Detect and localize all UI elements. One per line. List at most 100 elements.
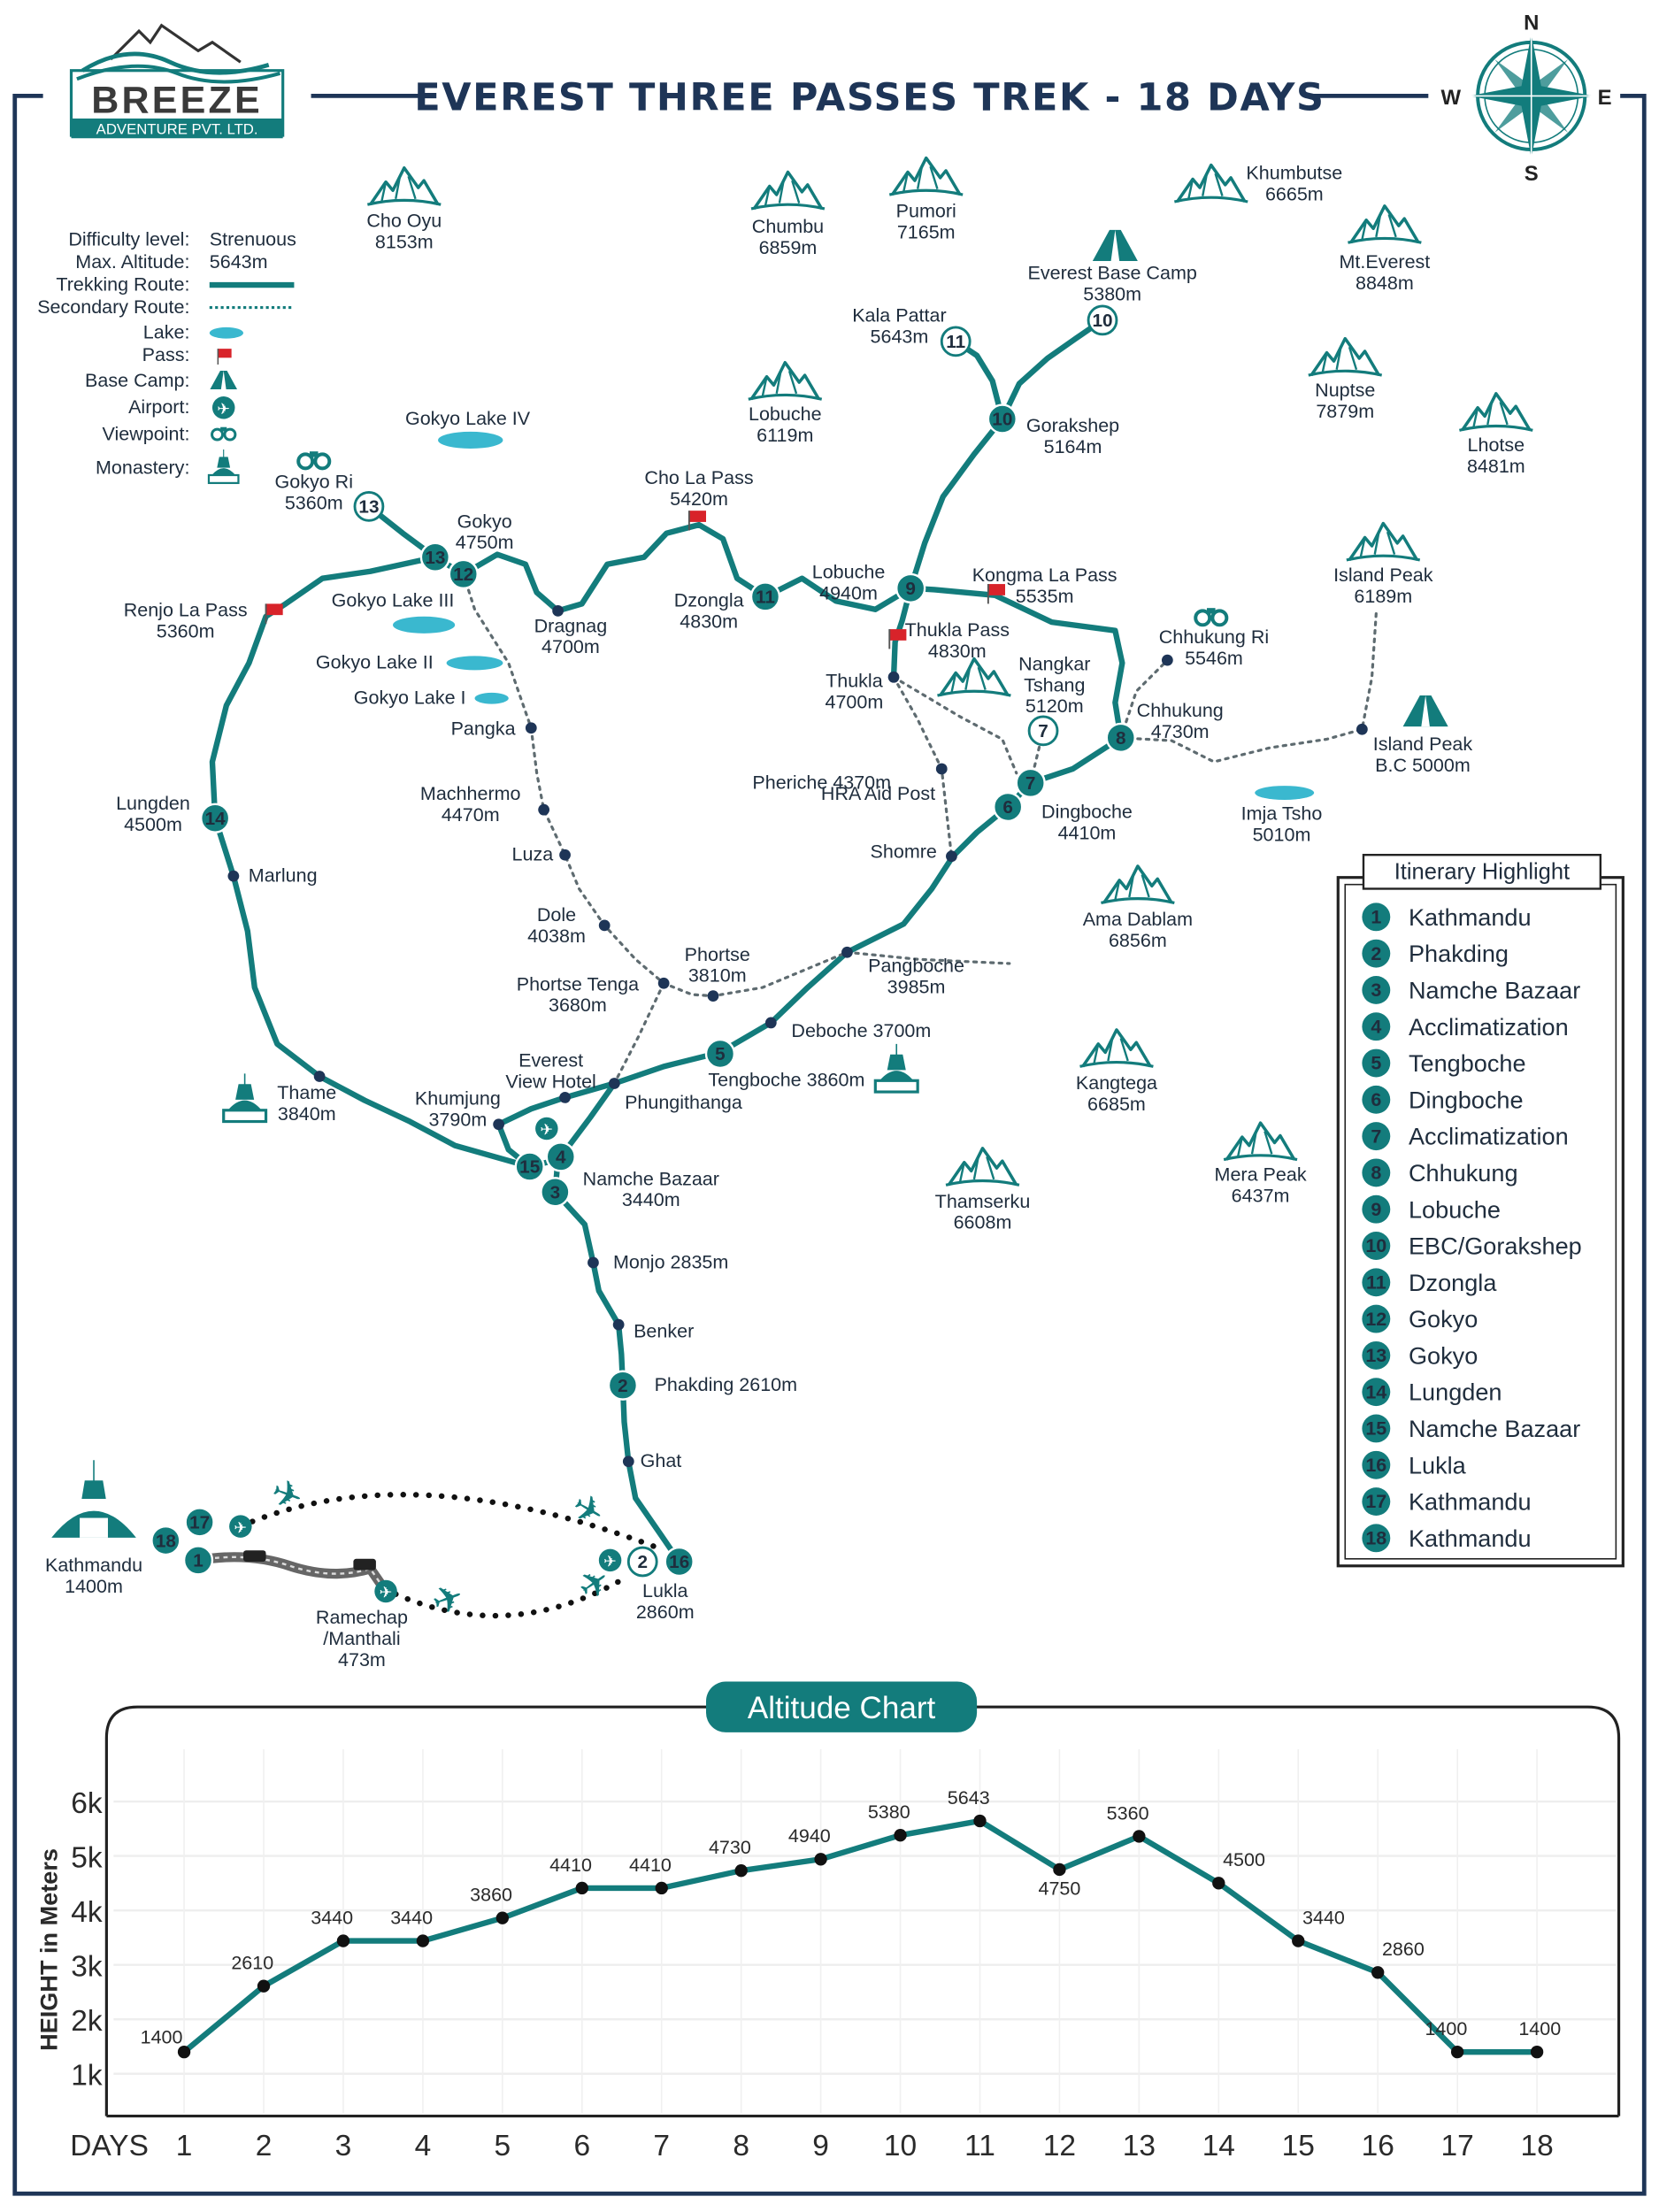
place-label: B.C 5000m [1375, 755, 1471, 776]
itinerary-number: 4 [1371, 1016, 1381, 1037]
peak-label: 8153m [375, 232, 434, 253]
itinerary-place: Gokyo [1409, 1341, 1478, 1369]
data-label: 3860 [470, 1885, 512, 1906]
place-label: Chhukung [1137, 700, 1224, 721]
day-marker: 17 [184, 1507, 215, 1538]
x-tick-label: 14 [1202, 2130, 1235, 2162]
place-label: 5420m [670, 488, 728, 510]
place: Phungithanga [625, 1092, 742, 1113]
place-label: Kala Pattar [852, 305, 946, 326]
itinerary-number: 6 [1371, 1089, 1381, 1110]
x-tick-label: 4 [415, 2130, 432, 2162]
altitude-line [182, 1817, 1538, 2055]
x-tick-label: 10 [884, 2130, 917, 2162]
compass-north: N [1524, 11, 1539, 35]
legend-label: Airport: [128, 396, 189, 418]
data-point [495, 1911, 510, 1924]
chart-title: Altitude Chart [748, 1691, 936, 1725]
place-dot [588, 1256, 599, 1269]
data-label: 5643 [948, 1787, 990, 1809]
itinerary-place: Dingboche [1409, 1086, 1524, 1113]
stupa-icon [207, 448, 240, 485]
day-marker: 2 [607, 1370, 639, 1401]
place-label: Khumjung [415, 1087, 501, 1109]
place-dot [493, 1118, 504, 1131]
mountain-icon [1457, 392, 1535, 433]
place-label: 4750m [456, 532, 514, 553]
itinerary-place: Kathmandu [1409, 903, 1532, 931]
legend-item: Pass: [142, 344, 233, 365]
place-label: Phungithanga [625, 1092, 742, 1113]
place-label: Gokyo Lake III [332, 590, 455, 611]
peak-label: 6685m [1087, 1094, 1146, 1115]
place: Gokyo Lake II [316, 652, 434, 673]
x-tick-label: 16 [1362, 2130, 1394, 2162]
place-label: Shomre [871, 841, 937, 862]
marker-circle [607, 1370, 639, 1401]
peak-label: 6665m [1265, 183, 1324, 204]
marker-circle [182, 1545, 214, 1576]
marker-number: 2 [618, 1376, 628, 1396]
place-label: Everest [518, 1049, 583, 1071]
itinerary-place: Kathmandu [1409, 1525, 1532, 1552]
legend-item: Secondary Route: [37, 296, 295, 318]
itinerary-place: Namche Bazaar [1409, 1415, 1580, 1442]
marker-number: 2 [637, 1552, 648, 1572]
place-label: Lungden [116, 793, 190, 814]
place: Deboche 3700m [791, 1020, 931, 1041]
place-label: 4830m [680, 611, 738, 633]
airplane-icon: ✈ [426, 1574, 470, 1624]
data-label: 4750 [1038, 1878, 1080, 1900]
place-label: Dzongla [674, 590, 744, 611]
day-marker: 1 [182, 1545, 214, 1576]
itinerary-number-badge [1362, 975, 1391, 1004]
place-label: Thukla [826, 670, 883, 691]
stupa-icon [222, 1071, 268, 1124]
place-label: Cho La Pass [644, 467, 753, 488]
marker-number: 18 [156, 1531, 176, 1551]
legend-item: Viewpoint: [103, 423, 237, 444]
legend-item: Difficulty level:Strenuous [68, 228, 296, 250]
place-label: Kongma La Pass [972, 565, 1118, 586]
x-tick-label: 17 [1441, 2130, 1474, 2162]
secondary-route [612, 981, 665, 1086]
place: Marlung [249, 864, 318, 886]
marker-circle [200, 803, 231, 833]
y-tick-label: 3k [71, 1950, 103, 1983]
itinerary-item: 6 Dingboche [1362, 1085, 1524, 1114]
tent-icon [1402, 695, 1448, 727]
itinerary-number-badge [1362, 939, 1391, 968]
place-label: Namche Bazaar [583, 1168, 719, 1189]
itinerary-place: EBC/Gorakshep [1409, 1233, 1582, 1260]
place: Gokyo Lake IV [405, 408, 531, 429]
day-marker: 16 [664, 1546, 695, 1578]
tent-icon [1092, 229, 1138, 261]
itinerary-number-badge [1362, 1122, 1391, 1151]
itinerary-number: 12 [1365, 1309, 1386, 1330]
airport-icon [211, 396, 235, 419]
data-label: 2610 [231, 1953, 273, 1974]
itinerary-number: 15 [1365, 1418, 1386, 1440]
marker-number: 12 [453, 565, 473, 585]
place: Ghat [641, 1450, 682, 1471]
data-label: 5360 [1107, 1802, 1149, 1824]
mountain-icon [749, 170, 826, 211]
lake-icon [474, 692, 509, 704]
marker-circle [150, 1525, 181, 1556]
x-tick-label: 18 [1520, 2130, 1553, 2162]
place-dot [707, 990, 719, 1002]
marker-circle [419, 541, 451, 572]
secondary-route [845, 950, 1011, 965]
itinerary-number-badge [1362, 1378, 1391, 1407]
itinerary-place: Lungden [1409, 1379, 1502, 1406]
